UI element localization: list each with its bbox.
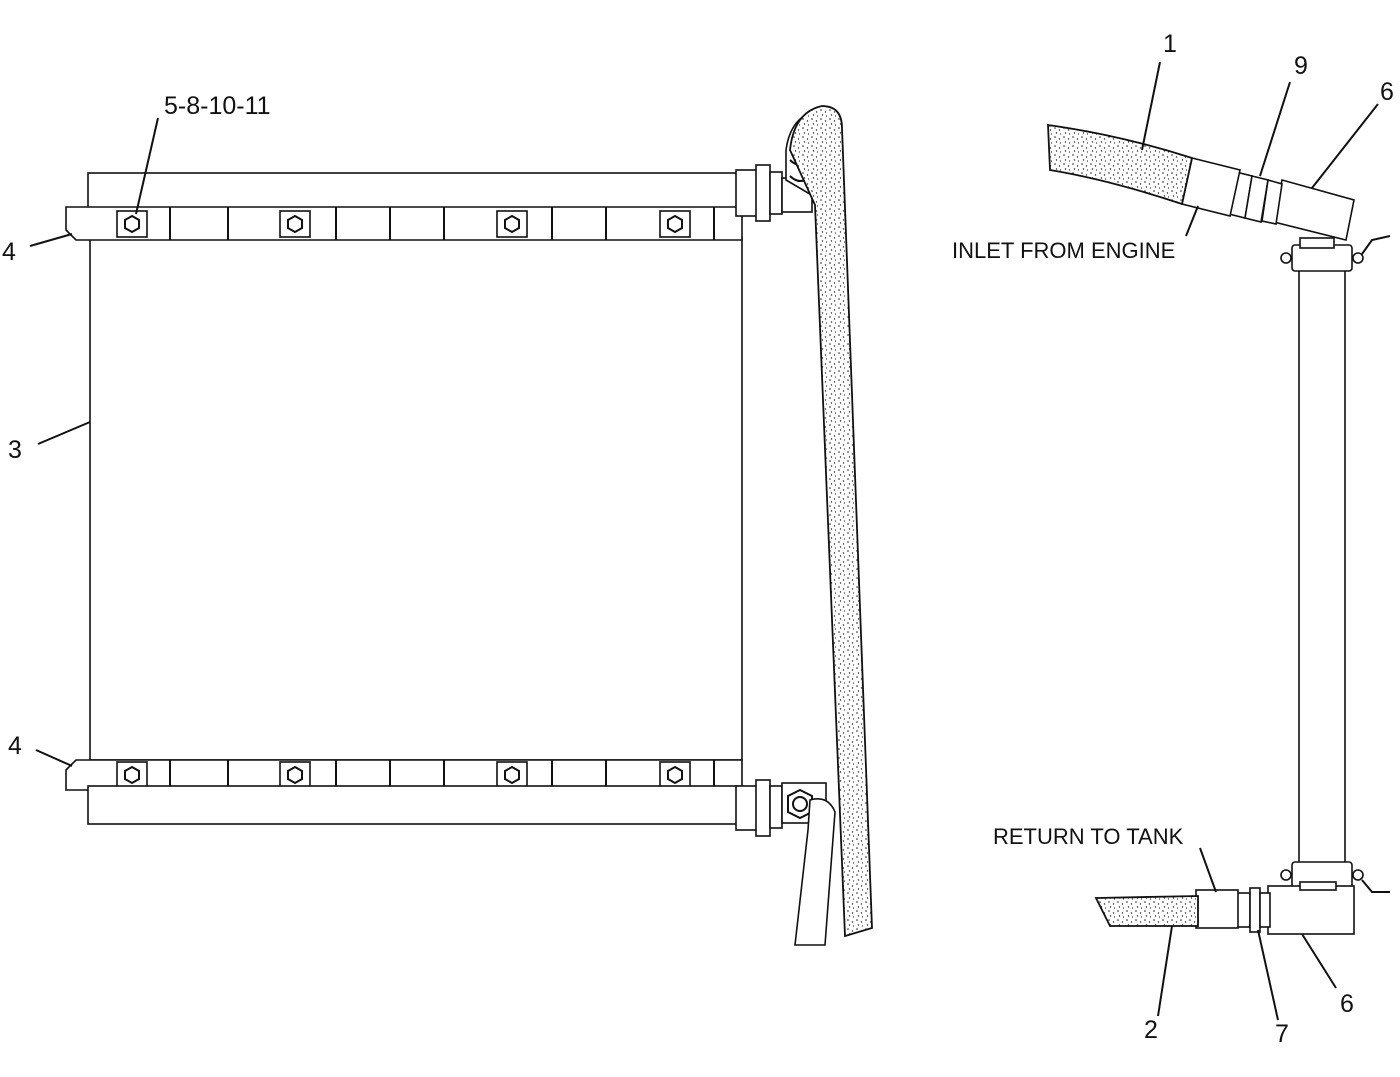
bolt-hex-icon bbox=[659, 210, 691, 238]
bottom-adapter bbox=[1235, 887, 1271, 933]
cooler-front-view bbox=[65, 105, 873, 946]
callout-3: 3 bbox=[8, 436, 22, 464]
bolt-hex-icon bbox=[116, 761, 148, 789]
bolt-hex-icon bbox=[116, 210, 148, 238]
top-bolts bbox=[116, 210, 691, 238]
callout-4-bottom: 4 bbox=[8, 732, 22, 760]
callout-1: 1 bbox=[1163, 30, 1177, 58]
bolt-hex-icon bbox=[496, 210, 528, 238]
bottom-header-tank bbox=[87, 785, 739, 825]
callout-labels: 5-8-10-11 4 3 4 1 9 6 INLET FROM ENGINE … bbox=[2, 30, 1394, 1048]
callout-7: 7 bbox=[1275, 1020, 1289, 1048]
bottom-port-fitting bbox=[735, 779, 827, 837]
callout-2: 2 bbox=[1144, 1016, 1158, 1044]
return-hose bbox=[794, 798, 836, 946]
inlet-note: INLET FROM ENGINE bbox=[952, 238, 1175, 263]
side-inlet-hose bbox=[1047, 123, 1194, 206]
callout-4-top: 4 bbox=[2, 238, 16, 266]
bolt-hex-icon bbox=[279, 761, 311, 789]
side-return-hose bbox=[1094, 895, 1199, 927]
callout-9: 9 bbox=[1294, 52, 1308, 80]
cooler-side-view bbox=[1047, 123, 1391, 935]
return-note: RETURN TO TANK bbox=[993, 824, 1184, 849]
bolt-hex-icon bbox=[279, 210, 311, 238]
top-elbow-fitting bbox=[1273, 178, 1355, 249]
leader-lines bbox=[29, 61, 1379, 1021]
bottom-hose-coupling bbox=[1195, 889, 1239, 929]
bolt-hex-icon bbox=[659, 761, 691, 789]
callout-6-top: 6 bbox=[1380, 78, 1394, 106]
cooler-core bbox=[89, 236, 743, 761]
callout-5-8-10-11: 5-8-10-11 bbox=[164, 92, 271, 120]
top-rail-segments bbox=[169, 207, 715, 240]
inlet-hose bbox=[789, 105, 873, 938]
bolt-hex-icon bbox=[496, 761, 528, 789]
top-mounting-rail bbox=[65, 206, 743, 241]
bottom-rail-segments bbox=[169, 760, 715, 790]
side-core bbox=[1298, 267, 1346, 869]
bottom-elbow-fitting bbox=[1267, 881, 1355, 935]
top-adapter bbox=[1228, 171, 1283, 225]
callout-6-bottom: 6 bbox=[1340, 990, 1354, 1018]
